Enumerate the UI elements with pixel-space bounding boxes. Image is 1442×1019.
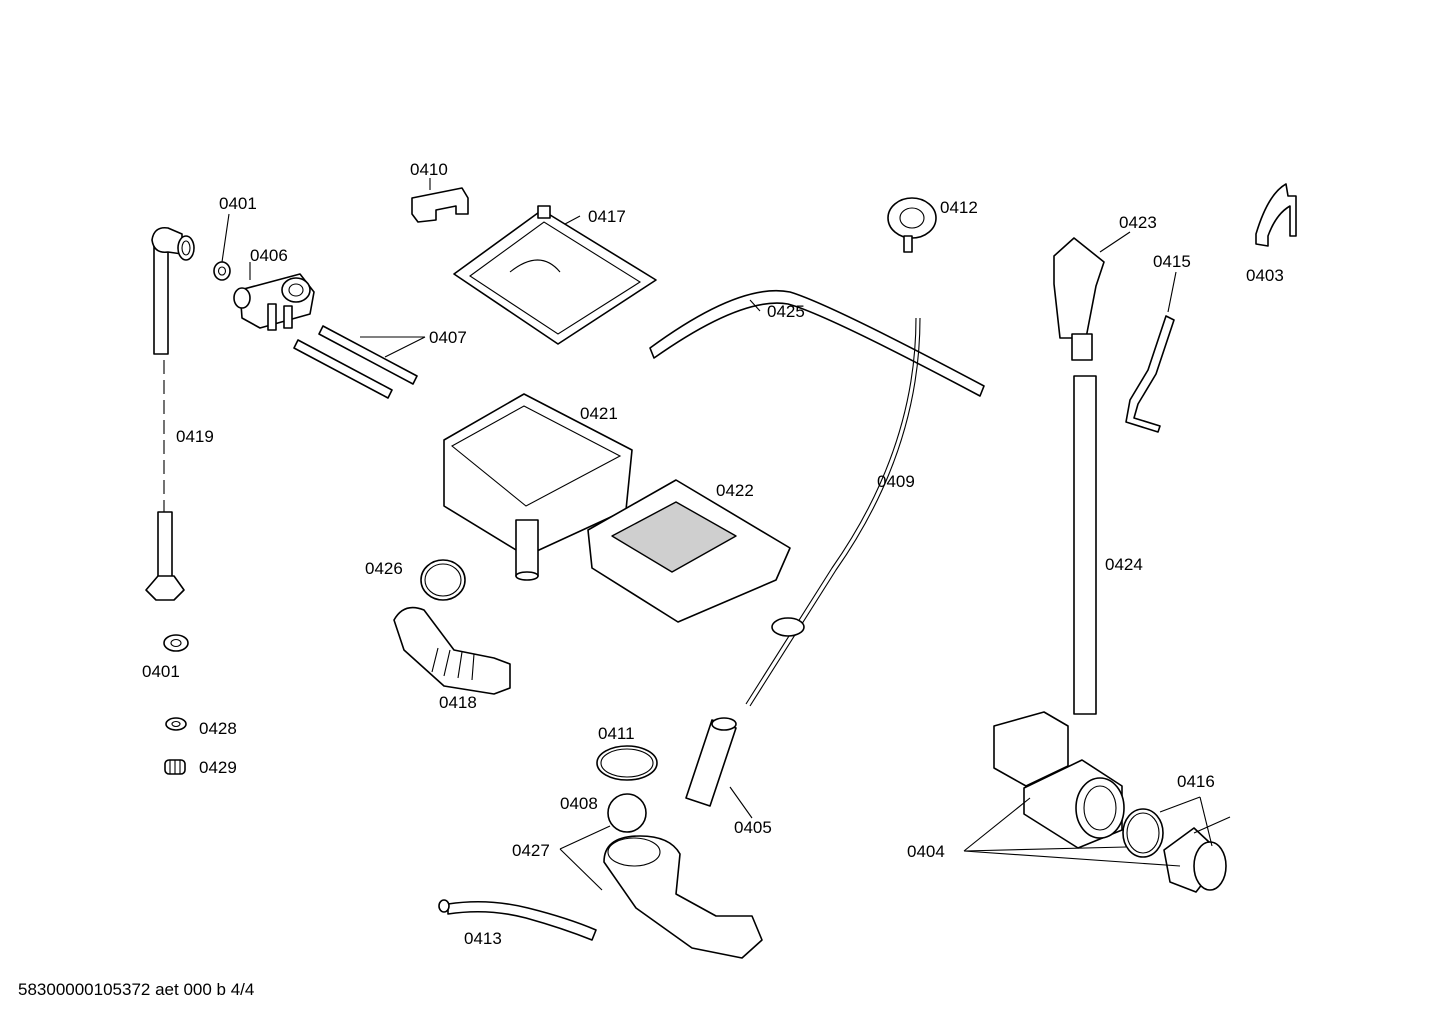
level-hose-0409[interactable] — [745, 317, 921, 707]
long-hose-0425[interactable] — [649, 289, 985, 397]
drain-pump-0404[interactable] — [993, 711, 1125, 849]
dispenser-drawer[interactable] — [587, 479, 791, 623]
tube-pair[interactable] — [293, 325, 418, 399]
label-0419: 0419 — [176, 427, 214, 446]
label-0418: 0418 — [439, 693, 477, 712]
nut-0429[interactable] — [164, 759, 186, 775]
label-0404: 0404 — [907, 842, 945, 861]
label-0425: 0425 — [767, 302, 805, 321]
hose-connector-0423[interactable] — [1053, 237, 1105, 361]
label-0413: 0413 — [464, 929, 502, 948]
washer-0401-bottom[interactable] — [163, 634, 189, 652]
filter-0416[interactable] — [1163, 827, 1227, 893]
label-0416: 0416 — [1177, 772, 1215, 791]
sump-hose-0427[interactable] — [603, 835, 763, 959]
label-0427: 0427 — [512, 841, 550, 860]
label-0410: 0410 — [410, 160, 448, 179]
washer-0428[interactable] — [165, 717, 187, 731]
label-0403: 0403 — [1246, 266, 1284, 285]
hose-0413[interactable] — [438, 899, 597, 941]
label-0428: 0428 — [199, 719, 237, 738]
label-0412: 0412 — [940, 198, 978, 217]
label-0415: 0415 — [1153, 252, 1191, 271]
seal-ring-0411[interactable] — [596, 745, 658, 781]
washer-0401-top[interactable] — [213, 261, 231, 281]
inlet-hose-elbow[interactable] — [151, 226, 195, 355]
inlet-valve[interactable] — [233, 273, 315, 331]
bellows-hose[interactable] — [393, 606, 511, 695]
hose-bottom-fitting[interactable] — [145, 511, 185, 601]
label-0426: 0426 — [365, 559, 403, 578]
dispenser-housing[interactable] — [443, 393, 633, 581]
drain-hose-0424[interactable] — [1073, 375, 1097, 715]
label-0401-top: 0401 — [219, 194, 257, 213]
document-id: 58300000105372 aet 000 b 4/4 — [18, 980, 255, 999]
sensor-0405[interactable] — [685, 717, 737, 807]
clip-0403[interactable] — [1255, 183, 1297, 247]
label-0421: 0421 — [580, 404, 618, 423]
label-0405: 0405 — [734, 818, 772, 837]
dispenser-top-cover[interactable] — [453, 205, 657, 345]
seal-ring-0426[interactable] — [420, 559, 466, 601]
label-0417: 0417 — [588, 207, 626, 226]
label-0429: 0429 — [199, 758, 237, 777]
ball-0408[interactable] — [607, 793, 647, 833]
leader-lines — [221, 178, 1231, 891]
label-0406: 0406 — [250, 246, 288, 265]
label-0401-bottom: 0401 — [142, 662, 180, 681]
bracket-0410[interactable] — [411, 187, 469, 223]
seal-ring-0416[interactable] — [1122, 808, 1164, 858]
label-0407: 0407 — [429, 328, 467, 347]
label-0422: 0422 — [716, 481, 754, 500]
label-0411: 0411 — [598, 724, 635, 743]
label-0408: 0408 — [560, 794, 598, 813]
label-0409: 0409 — [877, 472, 915, 491]
bent-rod-0415[interactable] — [1125, 315, 1175, 433]
label-0423: 0423 — [1119, 213, 1157, 232]
pressure-switch[interactable] — [887, 197, 937, 253]
label-0424: 0424 — [1105, 555, 1143, 574]
